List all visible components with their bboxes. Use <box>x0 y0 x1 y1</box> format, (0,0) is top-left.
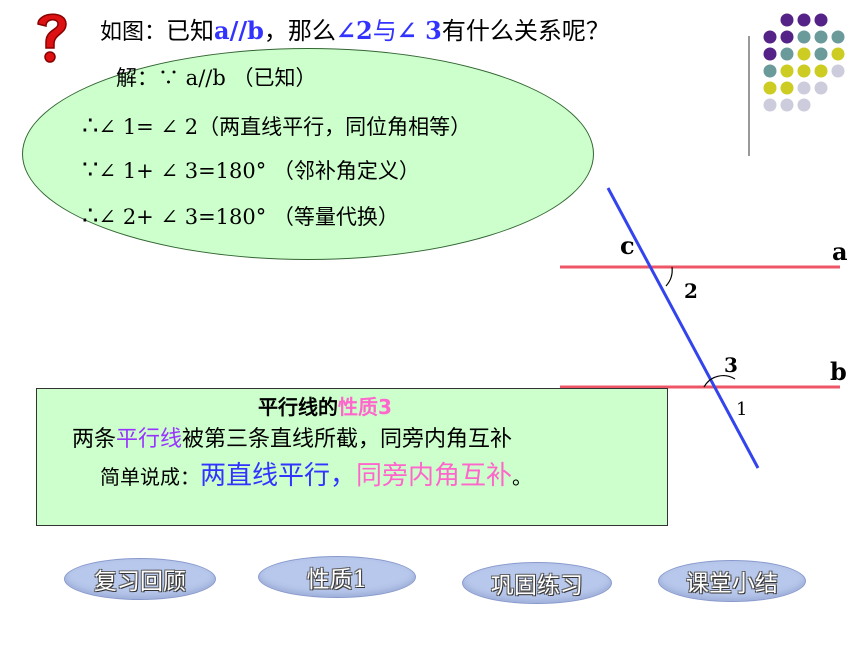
angle-3-arc <box>703 375 736 388</box>
decorative-dot <box>780 64 794 78</box>
angle-2-arc <box>665 266 673 287</box>
proof-line-2: ∵∠ 1+ ∠ 3=180° （邻补角定义） <box>82 156 420 185</box>
practice-button[interactable]: 巩固练习 <box>462 562 612 604</box>
label-b: b <box>830 357 847 386</box>
property-title-pre: 平行线的 <box>258 395 338 419</box>
decorative-dot <box>814 13 828 27</box>
decorative-dot <box>814 30 828 44</box>
decorative-divider <box>748 36 750 156</box>
decorative-dot <box>763 30 777 44</box>
decorative-dot <box>797 13 811 27</box>
decorative-dot <box>780 81 794 95</box>
decorative-dot <box>814 64 828 78</box>
label-c: c <box>620 231 635 260</box>
property-line2-pre: 简单说成： <box>100 465 200 489</box>
title-suffix: 有什么关系呢？ <box>441 17 610 45</box>
therefore-symbol: ∴ <box>82 111 99 141</box>
label-a: a <box>832 237 848 266</box>
property-box <box>36 388 668 526</box>
decorative-dot <box>763 98 777 112</box>
angle-label-3: 3 <box>724 353 738 377</box>
proof-line-3-text: ∠ 2+ ∠ 3=180° （等量代换） <box>98 205 399 229</box>
proof-line-1-text: ∠ 1= ∠ 2（两直线平行，同位角相等） <box>98 115 472 139</box>
proof-line-1: ∴∠ 1= ∠ 2（两直线平行，同位角相等） <box>82 112 471 141</box>
decorative-dot <box>814 47 828 61</box>
property-line1-post: 被第三条直线所截，同旁内角互补 <box>182 427 513 452</box>
title-prefix: 如图： <box>100 20 167 45</box>
decorative-dot <box>763 81 777 95</box>
property-line1-pre: 两条 <box>72 427 117 452</box>
title-and: 与 <box>372 17 397 45</box>
property-statement: 两条平行线被第三条直线所截，同旁内角互补 <box>72 424 512 456</box>
decorative-dot <box>797 98 811 112</box>
property-line2-pink: 同旁内角互补 <box>356 461 513 491</box>
question-mark-icon <box>37 13 67 63</box>
property-line2-blue: 两直线平行， <box>200 461 357 491</box>
review-button[interactable]: 复习回顾 <box>64 558 216 600</box>
property-1-button[interactable]: 性质1 <box>258 556 416 598</box>
summary-button[interactable]: 课堂小结 <box>658 560 806 602</box>
decorative-dot <box>763 64 777 78</box>
decorative-dot <box>797 30 811 44</box>
title-angle-2: ∠2 <box>335 16 373 45</box>
proof-line-0: 解：∵ a//b （已知） <box>116 66 317 90</box>
proof-line-3: ∴∠ 2+ ∠ 3=180° （等量代换） <box>82 202 399 231</box>
decorative-dot <box>814 81 828 95</box>
title-parallel: a//b <box>214 16 264 45</box>
decorative-dot <box>780 47 794 61</box>
therefore-symbol: ∴ <box>82 201 99 231</box>
decorative-dot <box>780 30 794 44</box>
property-title: 平行线的性质3 <box>258 391 392 420</box>
title-given: 已知 <box>166 17 215 45</box>
title-mid: ，那么 <box>263 17 336 45</box>
decorative-dot <box>797 64 811 78</box>
proof-ellipse <box>22 48 594 260</box>
decorative-dot-grid <box>763 13 845 112</box>
property-line1-em: 平行线 <box>116 427 183 452</box>
title-angle-3: ∠ 3 <box>396 16 442 45</box>
angle-label-1: 1 <box>736 399 747 420</box>
property-short-form: 简单说成：两直线平行，同旁内角互补。 <box>100 460 532 493</box>
angle-label-2: 2 <box>684 279 698 303</box>
decorative-dot <box>780 98 794 112</box>
decorative-dot <box>780 13 794 27</box>
parallel-lines-diagram: c a b 2 3 1 <box>560 187 848 469</box>
transversal-c <box>606 187 760 469</box>
decorative-dot <box>763 47 777 61</box>
because-symbol: ∵ <box>82 155 99 185</box>
proof-line-2-text: ∠ 1+ ∠ 3=180° （邻补角定义） <box>98 159 420 183</box>
decorative-dot <box>831 30 845 44</box>
question-title: 如图：已知a//b，那么∠2与∠ 3有什么关系呢？ <box>100 14 610 50</box>
decorative-dot <box>797 81 811 95</box>
decorative-dot <box>831 47 845 61</box>
property-line2-end: 。 <box>512 465 533 489</box>
decorative-dot <box>831 64 845 78</box>
property-title-em: 性质3 <box>338 395 392 419</box>
decorative-dot <box>797 47 811 61</box>
